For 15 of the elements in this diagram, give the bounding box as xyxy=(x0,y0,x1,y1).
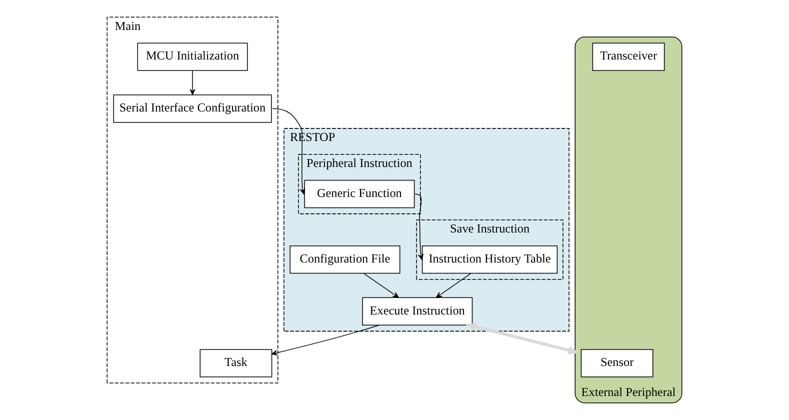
arrow xyxy=(464,322,580,354)
node-box: MCU Initialization xyxy=(137,42,248,71)
node-box: Transceiver xyxy=(592,42,665,71)
arrow xyxy=(364,273,399,298)
arrow xyxy=(436,273,472,298)
node-box: Execute Instruction xyxy=(362,297,473,326)
node-box: Task xyxy=(200,349,272,378)
arrow xyxy=(271,324,380,356)
node-box: Serial Interface Configuration xyxy=(113,94,272,123)
node-box: Sensor xyxy=(580,349,654,378)
node-box: Generic Function xyxy=(304,180,415,208)
node-box: Instruction History Table xyxy=(422,245,558,274)
arrow xyxy=(272,108,306,194)
arrow xyxy=(190,70,196,95)
node-box: Configuration File xyxy=(290,245,400,274)
